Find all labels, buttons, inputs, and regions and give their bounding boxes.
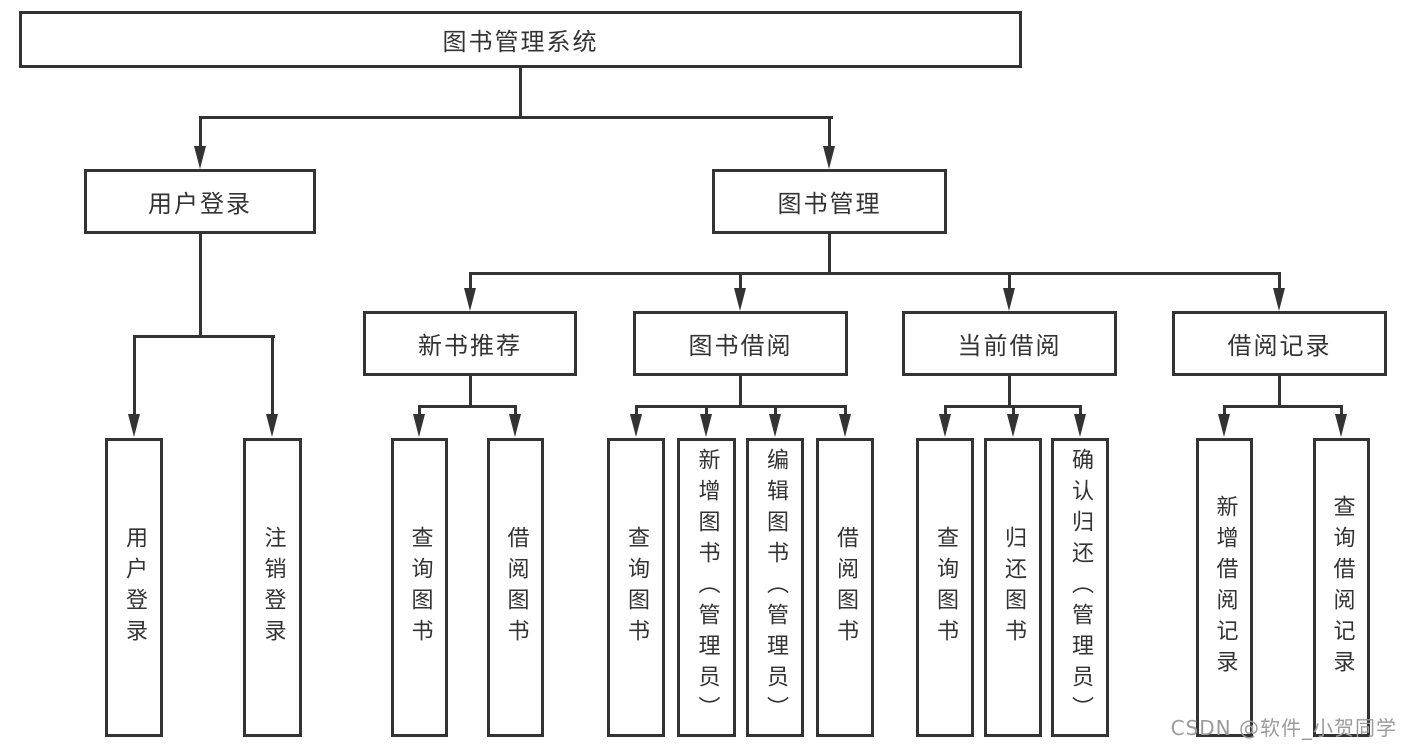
connector-to-records (1278, 275, 1281, 290)
arrow-down-icon (938, 414, 951, 437)
arrow-down-icon (1003, 288, 1015, 311)
connector-leaf (943, 408, 947, 417)
leaf-add-book-admin: 新增图书（管理员） (677, 438, 736, 737)
arrow-down-icon (1073, 414, 1086, 437)
leaf-confirm-return-admin: 确认归还（管理员） (1051, 438, 1109, 737)
connector-leaf (634, 408, 638, 417)
connector-to-recommend (468, 275, 472, 290)
arrow-down-icon (127, 414, 140, 437)
arrow-down-icon (734, 288, 746, 311)
arrow-down-icon (629, 414, 642, 437)
arrow-down-icon (838, 414, 851, 437)
leaf-query-books-borrow: 查询图书 (607, 438, 665, 737)
connector-to-leaf-user-login (132, 338, 136, 416)
connector-recommend-stub (468, 376, 472, 408)
arrow-down-icon (413, 414, 425, 437)
connector-leaf (1340, 408, 1343, 417)
connector-leaf (1011, 408, 1015, 417)
leaf-query-borrow-record: 查询借阅记录 (1313, 438, 1370, 737)
leaf-borrow-books-recommend: 借阅图书 (487, 438, 544, 737)
arrow-down-icon (823, 146, 835, 169)
connector-leaf (705, 408, 708, 417)
connector-leaf (514, 408, 517, 417)
connector-to-leaf-logout (271, 338, 274, 416)
leaf-logout: 注销登录 (243, 438, 302, 737)
node-book-borrow: 图书借阅 (633, 311, 848, 376)
connector-to-book-management (828, 119, 831, 149)
connector-login-split (132, 335, 275, 338)
connector-recommend-split (418, 405, 517, 408)
leaf-query-books-current: 查询图书 (916, 438, 974, 737)
node-root: 图书管理系统 (19, 11, 1022, 68)
arrow-down-icon (700, 414, 712, 437)
connector-to-user-login (198, 119, 202, 149)
leaf-return-book: 归还图书 (984, 438, 1042, 737)
leaf-borrow-books: 借阅图书 (816, 438, 874, 737)
arrow-down-icon (1006, 414, 1019, 437)
watermark: CSDN @软件_小贺同学 (1170, 716, 1397, 740)
arrow-down-icon (463, 288, 476, 311)
connector-mgmt-split (468, 272, 1281, 275)
connector-mgmt-stub (828, 234, 831, 275)
arrow-down-icon (768, 414, 781, 437)
connector-to-borrow (739, 275, 742, 290)
arrow-down-icon (509, 414, 521, 437)
leaf-edit-book-admin: 编辑图书（管理员） (746, 438, 804, 737)
connector-current-stub (1008, 376, 1011, 408)
connector-leaf (773, 408, 777, 417)
connector-to-current (1008, 275, 1011, 290)
connector-leaf (418, 408, 421, 417)
arrow-down-icon (1335, 414, 1347, 437)
connector-borrow-split (634, 405, 847, 408)
connector-current-split (943, 405, 1082, 408)
connector-root-trunk (519, 68, 522, 119)
connector-leaf (1078, 408, 1082, 417)
node-new-book-recommend: 新书推荐 (363, 311, 577, 376)
leaf-user-login: 用户登录 (105, 438, 163, 737)
arrow-down-icon (266, 414, 278, 437)
connector-leaf (843, 408, 847, 417)
arrow-down-icon (193, 146, 206, 169)
node-user-login: 用户登录 (84, 169, 316, 234)
connector-borrow-stub (739, 376, 742, 408)
connector-login-stub (198, 234, 202, 337)
node-borrow-records: 借阅记录 (1172, 311, 1387, 376)
connector-leaf (1223, 408, 1226, 417)
arrow-down-icon (1218, 414, 1230, 437)
node-current-borrow: 当前借阅 (902, 311, 1117, 376)
connector-root-split (198, 116, 833, 119)
connector-records-split (1223, 405, 1343, 408)
arrow-down-icon (1273, 288, 1285, 311)
leaf-query-books-recommend: 查询图书 (391, 438, 448, 737)
leaf-add-borrow-record: 新增借阅记录 (1196, 438, 1253, 737)
node-book-management: 图书管理 (712, 169, 947, 234)
connector-records-stub (1278, 376, 1281, 408)
